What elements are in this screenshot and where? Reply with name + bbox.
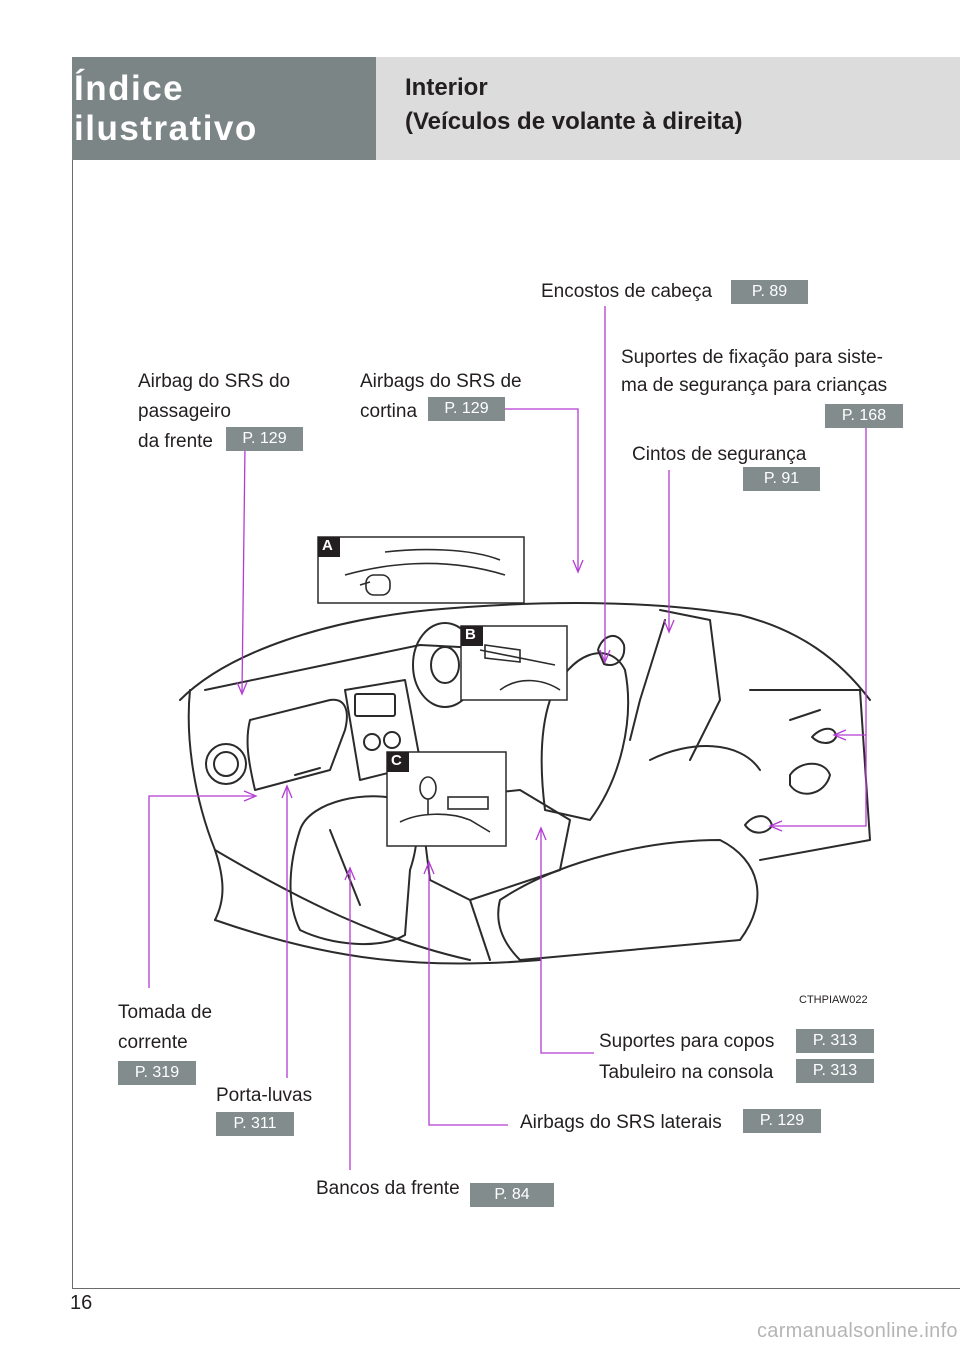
child-restraint-page-ref[interactable]: P. 168 (825, 404, 903, 428)
inset-b (460, 625, 568, 701)
leader-cup-holders (540, 828, 594, 1054)
seat-belts-label: Cintos de segurança (632, 444, 807, 465)
leader-power-outlet (148, 795, 254, 988)
power-outlet-label: Tomada de corrente (118, 1002, 213, 1053)
passenger-airbag-label: Airbag do SRS do passageiro da frente (138, 371, 291, 452)
anchor-point-upper (811, 727, 837, 744)
side-airbags-page-ref[interactable]: P. 129 (743, 1109, 821, 1133)
seat-belt (629, 619, 666, 741)
console-tray-label: Tabuleiro na consola (599, 1062, 774, 1083)
figure-code: CTHPIAW022 (799, 994, 868, 1006)
curtain-airbags-label: Airbags do SRS de cortina (360, 371, 522, 422)
leader-curtain-airbags (505, 408, 579, 570)
cup-holders-page-ref[interactable]: P. 313 (796, 1029, 874, 1053)
glove-box-label: Porta-luvas (216, 1085, 313, 1106)
child-restraint-label-2: ma de segurança para crianças (621, 375, 888, 396)
driver-seat-back (540, 652, 630, 821)
title-line-1: Interior (405, 74, 488, 101)
inset-a (317, 536, 525, 604)
seat-belts-page-ref[interactable]: P. 91 (743, 467, 820, 491)
side-airbags-label: Airbags do SRS laterais (520, 1112, 722, 1133)
title-line-2: (Veículos de volante à direita) (405, 108, 743, 135)
leader-child-restraint (772, 428, 867, 827)
air-vent (205, 743, 247, 785)
leader-lines (148, 306, 867, 1170)
headrests-page-ref[interactable]: P. 89 (731, 280, 808, 304)
inset-c (386, 751, 507, 847)
section-header: Índice ilustrativo (72, 57, 376, 160)
front-seats-page-ref[interactable]: P. 84 (470, 1183, 554, 1207)
passenger-airbag-page-ref[interactable]: P. 129 (226, 427, 303, 451)
cup-holders-label: Suportes para copos (599, 1031, 775, 1052)
child-restraint-label: Suportes de fixação para siste- (621, 347, 883, 368)
console-tray-page-ref[interactable]: P. 313 (796, 1059, 874, 1083)
anchor-point-lower (744, 815, 773, 834)
headrests-label: Encostos de cabeça (541, 281, 713, 302)
dashboard-outline (179, 602, 871, 701)
rear-seats (497, 839, 759, 961)
leader-side-airbags (428, 862, 508, 1126)
curtain-airbags-page-ref[interactable]: P. 129 (428, 397, 505, 421)
power-outlet-page-ref[interactable]: P. 319 (118, 1061, 196, 1085)
leader-passenger-airbag (241, 445, 246, 693)
front-seats-label: Bancos da frente (316, 1178, 460, 1199)
watermark: carmanualsonline.info (757, 1320, 958, 1342)
page-number: 16 (70, 1292, 93, 1314)
glove-box-page-ref[interactable]: P. 311 (216, 1112, 294, 1136)
inset-a-label: A (322, 537, 333, 554)
inset-c-label: C (391, 752, 402, 769)
passenger-seat (289, 795, 418, 945)
inset-b-label: B (465, 626, 476, 643)
glove-box-outline (246, 698, 348, 791)
page-title: Interior (Veículos de volante à direita) (376, 57, 960, 160)
